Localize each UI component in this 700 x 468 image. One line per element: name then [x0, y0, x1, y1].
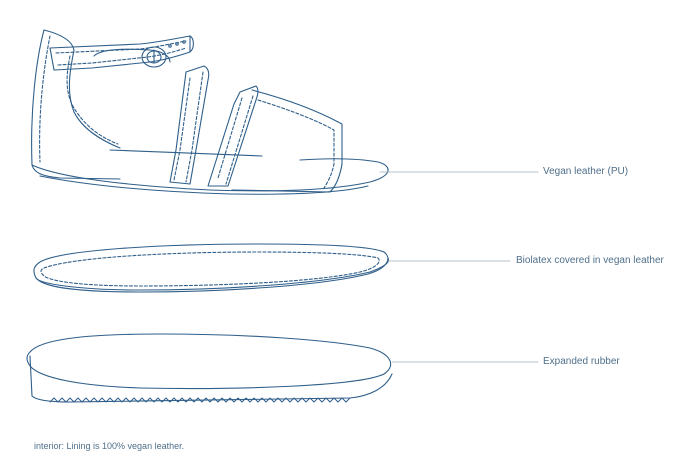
outsole-top [26, 333, 392, 390]
sandal-upper [31, 29, 389, 195]
heel-counter [31, 29, 121, 180]
label-upper-material: Vegan leather (PU) [543, 166, 629, 177]
sandal-sole-outline [31, 158, 389, 192]
strap-hole [168, 44, 172, 48]
strap-hole [175, 42, 179, 46]
footnote-lining: interior: Lining is 100% vegan leather. [34, 441, 185, 451]
ankle-strap-stitch-lower [57, 47, 187, 66]
ankle-strap-stitch [55, 40, 187, 54]
insole [33, 243, 390, 293]
ankle-strap-tail [93, 48, 171, 63]
sandal-sole-top [109, 149, 263, 157]
middle-strap-stitch [173, 77, 191, 181]
ankle-strap-tip [189, 35, 194, 53]
front-strap [207, 85, 259, 187]
toe-vamp-stitch [257, 99, 335, 189]
insole-stitch [40, 251, 380, 287]
heel-stitch [39, 35, 51, 163]
middle-strap [169, 65, 210, 185]
insole-edge [35, 257, 390, 291]
heel-counter-inner [43, 29, 121, 149]
outsole [26, 333, 393, 403]
middle-strap-stitch-2 [185, 71, 204, 183]
front-strap-stitch-2 [225, 95, 254, 185]
front-strap-stitch [217, 97, 243, 179]
label-insole-material: Biolatex covered in vegan leather [516, 255, 664, 266]
buckle-icon [141, 46, 167, 68]
label-outsole-material: Expanded rubber [543, 356, 620, 367]
sandal-footbed [39, 175, 369, 195]
heel-inner-stitch [66, 55, 119, 145]
toe-vamp [231, 89, 343, 193]
insole-outline [33, 243, 389, 293]
strap-hole [182, 40, 186, 44]
outsole-side [29, 355, 393, 403]
outsole-tread [49, 397, 351, 403]
